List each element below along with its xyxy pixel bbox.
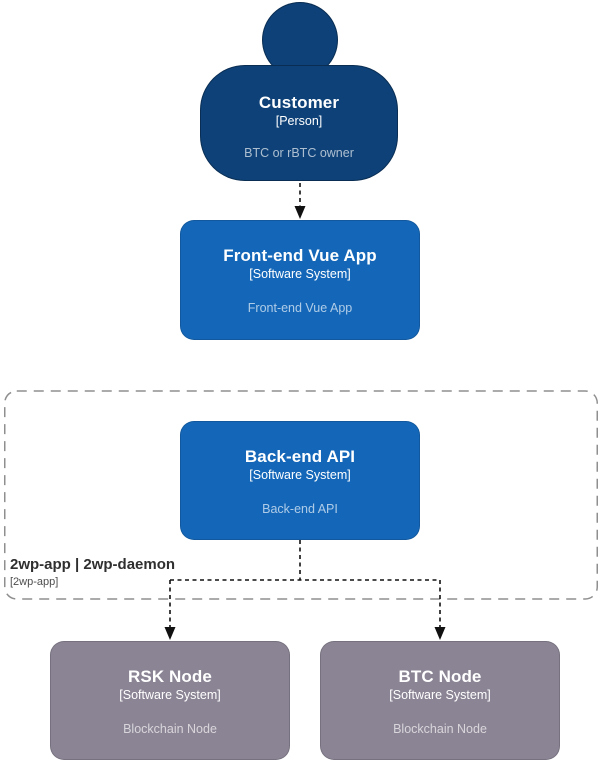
boundary-label: 2wp-app | 2wp-daemon [2wp-app] — [10, 556, 175, 589]
arrowhead-to-rsk — [164, 627, 176, 640]
connector-backend-to-nodes — [164, 540, 446, 640]
node-subtitle: [Software System] — [249, 468, 351, 482]
node-description: Back-end API — [262, 502, 338, 516]
node-subtitle: [Software System] — [389, 688, 491, 702]
node-subtitle: [Software System] — [119, 688, 221, 702]
node-description: Blockchain Node — [123, 722, 217, 736]
frontend-system-node: Front-end Vue App [Software System] Fron… — [180, 220, 420, 340]
node-title: BTC Node — [398, 667, 482, 686]
boundary-type: [2wp-app] — [10, 576, 59, 588]
node-title: Customer — [258, 93, 340, 112]
node-title: RSK Node — [128, 667, 212, 686]
node-description: BTC or rBTC owner — [244, 146, 354, 160]
arrow-customer-to-frontend — [294, 183, 306, 219]
node-description: Blockchain Node — [393, 722, 487, 736]
boundary-name: 2wp-app | 2wp-daemon — [10, 556, 176, 573]
rsk-node: RSK Node [Software System] Blockchain No… — [50, 641, 290, 760]
backend-system-node: Back-end API [Software System] Back-end … — [180, 421, 420, 540]
customer-person-node: Customer [Person] BTC or rBTC owner — [200, 65, 398, 181]
node-subtitle: [Person] — [275, 114, 323, 128]
node-title: Back-end API — [244, 447, 356, 466]
node-description: Front-end Vue App — [247, 301, 353, 315]
node-title: Front-end Vue App — [223, 246, 377, 265]
arrowhead-to-btc — [434, 627, 446, 640]
node-subtitle: [Software System] — [249, 267, 351, 281]
btc-node: BTC Node [Software System] Blockchain No… — [320, 641, 560, 760]
